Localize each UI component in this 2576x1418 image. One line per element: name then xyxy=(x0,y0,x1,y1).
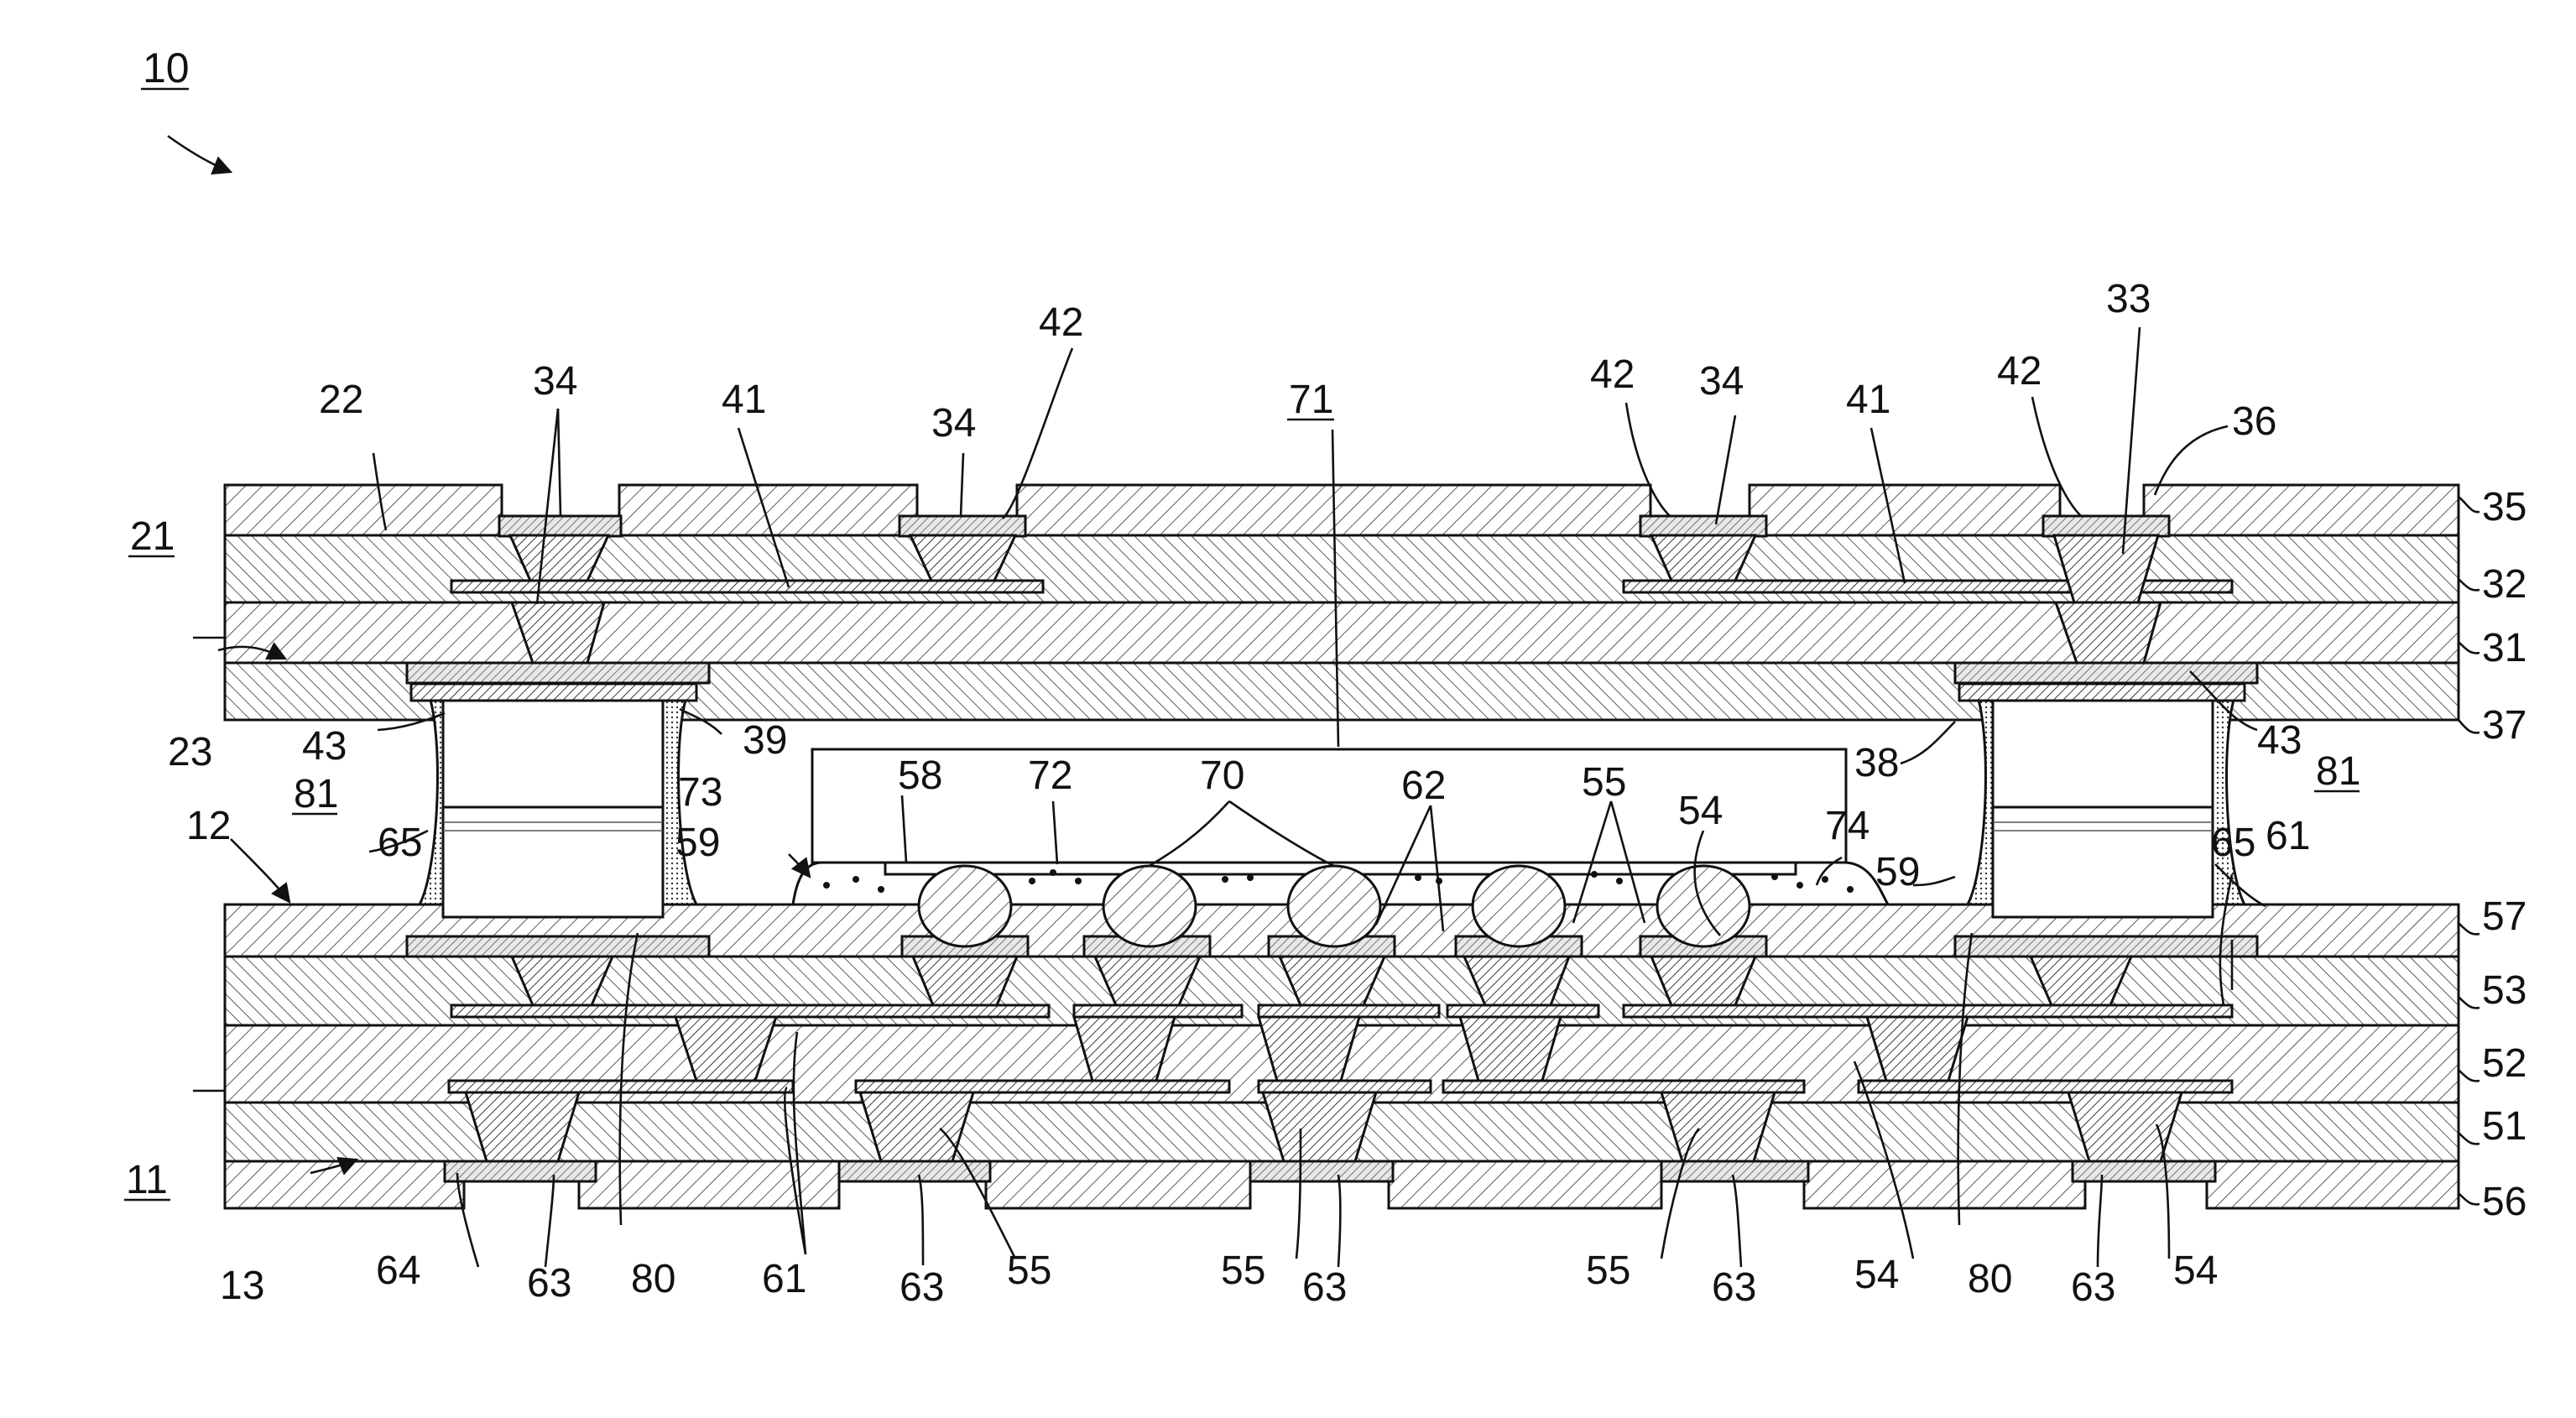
label-10: 10 xyxy=(143,44,190,91)
label-12: 12 xyxy=(186,804,231,848)
label-31: 31 xyxy=(2482,626,2526,670)
label-42a: 42 xyxy=(1039,300,1083,345)
connector-81-right xyxy=(1959,684,2245,917)
label-80b: 80 xyxy=(1968,1257,2012,1301)
label-43b: 43 xyxy=(2257,718,2302,763)
label-63a: 63 xyxy=(527,1261,571,1306)
label-37: 37 xyxy=(2482,703,2526,748)
label-22: 22 xyxy=(319,378,363,422)
label-36: 36 xyxy=(2232,399,2276,444)
label-80a: 80 xyxy=(631,1257,675,1301)
wiring-61-upper xyxy=(451,1005,2232,1017)
label-63d: 63 xyxy=(1712,1265,1756,1310)
label-42b: 42 xyxy=(1590,352,1635,397)
label-55b: 55 xyxy=(1007,1249,1051,1293)
label-13: 13 xyxy=(220,1264,264,1308)
label-41b: 41 xyxy=(1846,378,1890,422)
label-65b: 65 xyxy=(2211,821,2255,865)
label-64: 64 xyxy=(376,1249,420,1293)
label-33: 33 xyxy=(2106,277,2151,321)
lower-substrate xyxy=(225,904,2459,1208)
label-42c: 42 xyxy=(1997,349,2042,394)
label-54c: 54 xyxy=(2173,1249,2218,1293)
label-74: 74 xyxy=(1825,804,1869,848)
label-61a: 61 xyxy=(2266,814,2310,858)
bottom-pad-right xyxy=(1955,663,2257,683)
wiring-61-lower xyxy=(449,1081,2232,1092)
label-55a: 55 xyxy=(1582,760,1626,805)
connector-81-left xyxy=(411,684,696,917)
label-61b: 61 xyxy=(762,1257,806,1301)
label-58: 58 xyxy=(898,753,942,798)
label-53: 53 xyxy=(2482,968,2526,1013)
label-41a: 41 xyxy=(722,378,766,422)
label-73: 73 xyxy=(678,770,722,815)
label-52: 52 xyxy=(2482,1041,2526,1086)
label-34c: 34 xyxy=(1699,359,1744,404)
label-72: 72 xyxy=(1028,753,1072,798)
label-38: 38 xyxy=(1854,741,1899,785)
label-11: 11 xyxy=(126,1158,168,1202)
label-57: 57 xyxy=(2482,894,2526,939)
label-21: 21 xyxy=(130,514,175,559)
label-55d: 55 xyxy=(1586,1249,1630,1293)
label-54a: 54 xyxy=(1678,789,1723,833)
label-63c: 63 xyxy=(1302,1265,1347,1310)
label-63b: 63 xyxy=(900,1265,944,1310)
label-81-right: 81 xyxy=(2316,749,2360,794)
label-71: 71 xyxy=(1289,378,1333,422)
label-65a: 65 xyxy=(378,821,422,865)
label-35: 35 xyxy=(2482,485,2526,529)
label-81-left: 81 xyxy=(294,772,338,816)
label-62: 62 xyxy=(1401,764,1446,808)
label-63e: 63 xyxy=(2071,1265,2115,1310)
label-39: 39 xyxy=(743,718,787,763)
label-34b: 34 xyxy=(931,401,976,446)
label-70: 70 xyxy=(1200,753,1244,798)
bottom-pad-left xyxy=(407,663,709,683)
label-59b: 59 xyxy=(1875,850,1920,894)
label-55c: 55 xyxy=(1221,1249,1265,1293)
label-23: 23 xyxy=(168,730,212,774)
label-43a: 43 xyxy=(302,724,347,769)
label-32: 32 xyxy=(2482,562,2526,607)
label-56: 56 xyxy=(2482,1180,2526,1224)
label-51: 51 xyxy=(2482,1104,2526,1149)
label-34a: 34 xyxy=(533,359,577,404)
label-59a: 59 xyxy=(675,821,720,865)
label-54b: 54 xyxy=(1854,1253,1899,1297)
chip-71 xyxy=(793,749,1888,946)
